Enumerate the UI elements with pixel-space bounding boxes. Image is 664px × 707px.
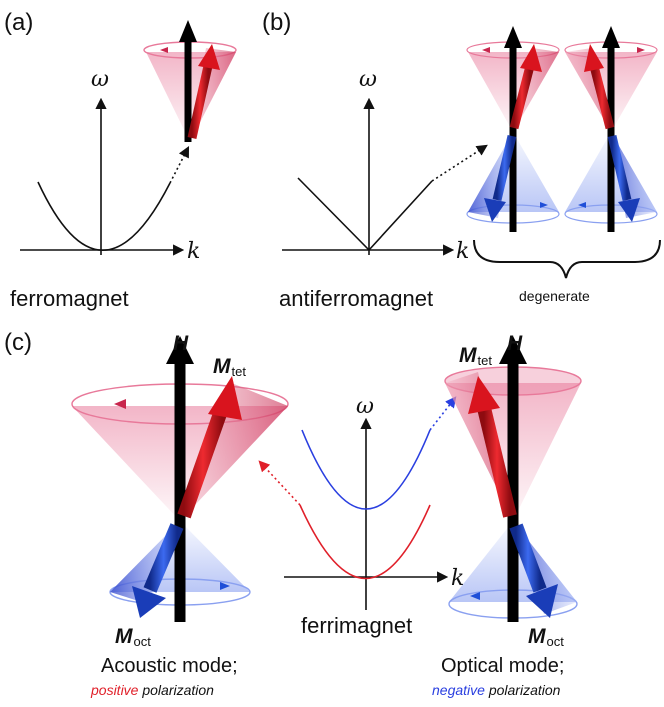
panel-c-k-label: k [451,566,464,591]
panel-c-optical-dotted-arrow [429,396,457,431]
panel-b-spin-pair-left [466,26,560,232]
panel-c: (c) ω k ferrimagnet H Mtet [4,329,582,698]
panel-b-dotted-arrow [431,144,488,182]
panel-c-caption: ferrimagnet [301,613,412,638]
optical-m-oct-label: Moct [528,625,564,649]
panel-b-dispersion-curve [297,177,433,252]
panel-a-dispersion-curve [37,181,171,252]
panel-a: (a) ω k ferromagnet [4,9,237,311]
acoustic-red-orbit-arrow [114,399,126,409]
panel-b: (b) ω k antiferromagnet degenerate [262,9,661,311]
acoustic-mode-title: Acoustic mode; [101,655,238,677]
acoustic-m-tet-arrow [177,405,229,519]
acoustic-m-oct-label: Moct [115,625,151,649]
optical-field-label: H [507,332,523,355]
panel-b-blue-spin-right [607,134,632,202]
panel-c-omega-label: ω [356,394,374,419]
panel-b-omega-label: ω [359,67,377,92]
panel-b-caption: antiferromagnet [279,286,433,311]
optical-m-tet-arrow [477,406,517,518]
optical-mode-precession [444,336,582,622]
optical-polarization-word: negative [432,682,485,698]
acoustic-m-tet-label: Mtet [213,355,246,379]
acoustic-polarization-word: positive [90,682,139,698]
optical-m-oct-arrow [509,523,547,593]
acoustic-polarization: positive polarization [90,682,214,698]
panel-a-caption: ferromagnet [10,286,129,311]
panel-b-red-spin-left [509,64,535,130]
optical-mode-title: Optical mode; [441,655,564,677]
panel-a-spin-precession [143,20,237,142]
panel-a-label: (a) [4,9,33,36]
panel-b-spin-pair-right [564,26,658,232]
panel-a-spin-arrow [187,65,213,139]
panel-b-label: (b) [262,9,291,36]
acoustic-field-label: H [173,332,189,355]
panel-a-k-label: k [187,239,200,264]
panel-b-k-label: k [456,239,469,264]
panel-b-degenerate-label: degenerate [519,288,590,304]
panel-a-dotted-arrow [169,146,190,184]
panel-c-label: (c) [4,329,32,356]
panel-b-red-spin-right [589,64,615,130]
panel-a-omega-label: ω [91,67,109,92]
panel-c-optical-branch [301,429,431,510]
panel-c-acoustic-branch [299,504,431,580]
panel-a-orbit-arrow [160,47,168,53]
optical-m-tet-label: Mtet [459,344,492,368]
panel-b-degenerate-brace [473,239,661,279]
optical-polarization: negative polarization [432,682,561,698]
panel-c-acoustic-dotted-arrow [258,460,301,506]
acoustic-m-oct-arrow [143,523,184,593]
acoustic-mode-precession [71,336,289,622]
panel-b-blue-spin-left [492,134,517,202]
